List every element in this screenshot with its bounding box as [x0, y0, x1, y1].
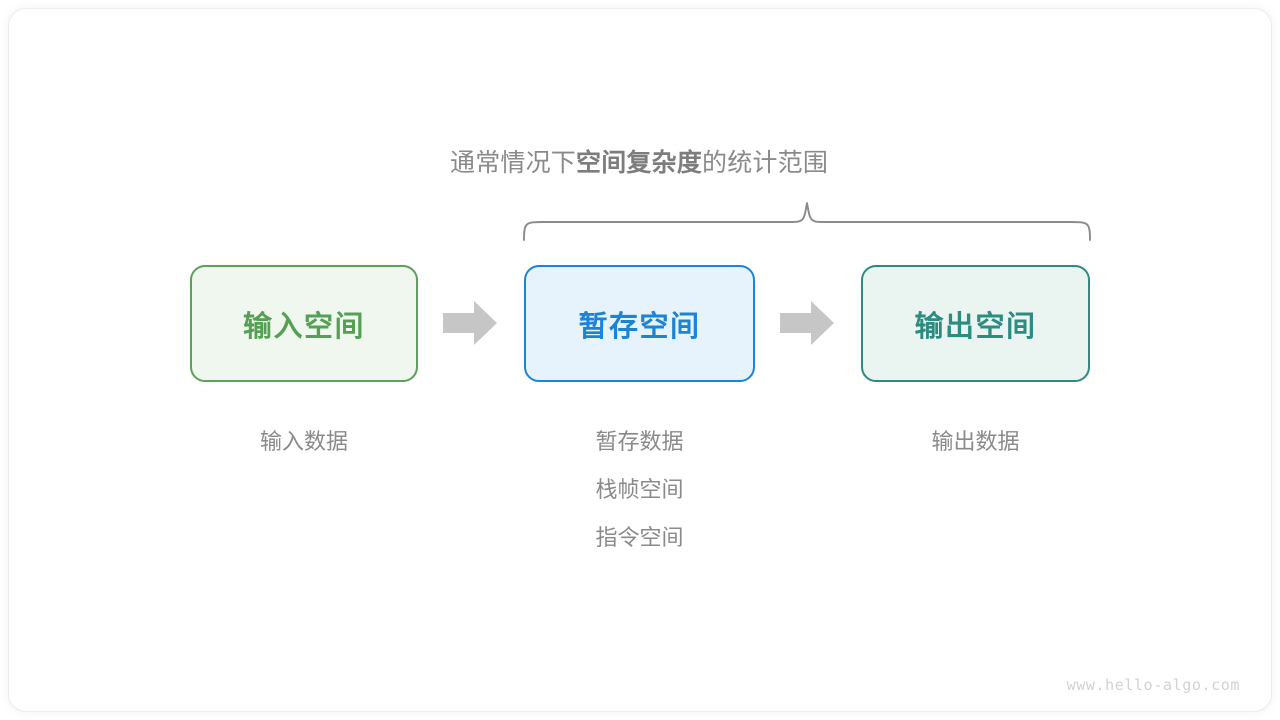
caption-input-column: 输入数据: [190, 418, 418, 466]
right-block-arrow-icon: [780, 301, 834, 345]
caption-line: 栈帧空间: [595, 477, 684, 502]
caption-temp-column: 暂存数据 栈帧空间 指令空间: [524, 418, 755, 562]
box-temp-space[interactable]: 暂存空间: [524, 265, 755, 382]
caption-line: 输出数据: [931, 429, 1020, 454]
box-input-space-label: 输入空间: [242, 310, 365, 343]
range-caption: 通常情况下空间复杂度的统计范围: [450, 145, 1162, 181]
right-block-arrow-icon: [443, 301, 497, 345]
caption-line: 输入数据: [259, 429, 348, 454]
caption-output-column: 输出数据: [861, 418, 1090, 466]
caption-line: 指令空间: [595, 525, 684, 550]
box-output-space[interactable]: 输出空间: [861, 265, 1090, 382]
range-caption-prefix: 通常情况下: [450, 149, 577, 177]
range-caption-suffix: 的统计范围: [702, 149, 829, 177]
box-input-space[interactable]: 输入空间: [190, 265, 418, 382]
range-caption-emphasis: 空间复杂度: [576, 149, 703, 177]
watermark: www.hello-algo.com: [1066, 676, 1240, 694]
range-brace: [523, 202, 1091, 241]
box-temp-space-label: 暂存空间: [578, 310, 701, 343]
box-output-space-label: 输出空间: [914, 310, 1037, 343]
caption-line: 暂存数据: [595, 429, 684, 454]
